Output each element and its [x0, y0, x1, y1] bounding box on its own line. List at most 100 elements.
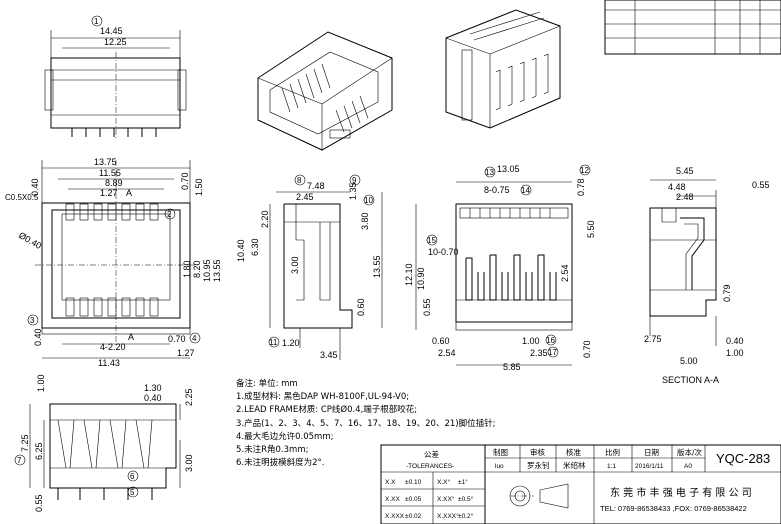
dim-8-20: 8.20 [192, 260, 202, 278]
dim-3-00: 3.00 [290, 256, 300, 274]
note-6: 6.未注明拔模斜度为2°. [236, 458, 325, 469]
dim-0-40-bottom-view: 0.40 [144, 393, 162, 403]
note-1: 1.成型材料: 黑色DAP WH-8100F,UL-94-V0; [236, 392, 410, 403]
dim-0-60-side: 0.60 [356, 298, 366, 316]
note-4: 4.最大毛边允许0.05mm; [236, 431, 334, 442]
tol-r0-c2: X.X° [437, 478, 450, 486]
dim-3-80: 3.80 [360, 212, 370, 230]
dim-12-25: 12.25 [104, 37, 127, 47]
tol-r1-c1: ±0.05 [405, 496, 422, 503]
tolerance-title: 公差 [424, 449, 439, 459]
balloon-8: 8 [297, 176, 302, 185]
dim-0-78: 0.78 [576, 178, 586, 196]
dim-0-55-bottom: 0.55 [34, 494, 44, 512]
dim-13-75: 13.75 [94, 157, 117, 167]
balloon-15: 15 [427, 236, 436, 245]
tb-head-version: 版本/次 [677, 447, 703, 457]
dim-8-89: 8.89 [105, 178, 123, 188]
bottom-view: 1.00 1.30 0.40 2.25 7 7.25 6.25 3.00 0.5… [14, 374, 194, 512]
section-label-a-bottom: A [128, 332, 134, 342]
tb-val-check: 罗永钊 [527, 460, 550, 470]
dim-2-45: 2.45 [296, 192, 314, 202]
dim-8-0-75: 8-0.75 [484, 185, 510, 195]
dim-1-00-section: 1.00 [726, 348, 744, 358]
pin-view: 13 13.05 8-0.75 14 12 0.78 5.50 15 10-0.… [404, 164, 596, 372]
balloon-12: 12 [580, 166, 589, 175]
section-view: 5.45 4.48 0.55 2.48 0.79 2.75 5.00 1.00 … [644, 166, 770, 385]
tol-r0-c0: X.X [385, 479, 396, 486]
dim-1-20: 1.20 [282, 338, 300, 348]
dim-13-55-side: 13.55 [372, 255, 382, 278]
dim-10-90: 10.90 [416, 267, 426, 290]
balloon-3: 3 [30, 316, 35, 325]
dim-0-70-pin: 0.70 [582, 340, 592, 358]
section-label-a-top: A [126, 188, 132, 198]
side-view: 8 7.48 2.45 2.20 1.35 9 10 3.80 10.40 6.… [236, 174, 383, 360]
tol-r0-c1: ±0.10 [405, 479, 422, 486]
dim-4-48: 4.48 [668, 182, 686, 192]
tb-val-approve: 米绍林 [563, 460, 586, 470]
note-5: 5.未注R角0.3mm; [236, 445, 309, 456]
tb-val-version: A0 [684, 463, 692, 470]
dim-0-55-section: 0.55 [752, 180, 770, 190]
dim-7-48: 7.48 [307, 181, 325, 191]
tb-head-draw: 制图 [493, 447, 508, 457]
balloon-16: 16 [546, 336, 555, 345]
dim-2-20: 2.20 [260, 210, 270, 228]
balloon-17: 17 [548, 348, 557, 357]
dim-3-45: 3.45 [320, 350, 338, 360]
dim-10-40: 10.40 [236, 239, 246, 262]
balloon-2: 2 [167, 210, 172, 219]
dim-5-00: 5.00 [680, 356, 698, 366]
dim-1-80: 1.80 [182, 260, 192, 278]
dim-2-48: 2.48 [676, 192, 694, 202]
dim-2-54-right: 2.54 [560, 264, 570, 282]
dim-14-45: 14.45 [100, 26, 123, 36]
dim-10-0-70: 10-0.70 [428, 247, 459, 257]
dim-1-35: 1.35 [348, 182, 358, 200]
note-2: 2.LEAD FRAME材质: CP线Ø0.4,端子根部咬花; [236, 405, 418, 416]
dim-10-95: 10.95 [202, 259, 212, 282]
dim-5-85: 5.85 [503, 362, 521, 372]
company-contact: TEL: 0769-86538433 ,FOX: 0769-86538422 [600, 504, 747, 513]
dim-2-54-bottom: 2.54 [438, 348, 456, 358]
iso-view-back [445, 9, 561, 129]
dim-3-00-bottom: 3.00 [184, 454, 194, 472]
dim-6-25: 6.25 [34, 442, 44, 460]
dim-11-43: 11.43 [98, 358, 120, 368]
balloon-6: 6 [130, 472, 135, 481]
balloon-14: 14 [521, 186, 530, 195]
notes-heading: 备注: 单位: mm [236, 379, 298, 389]
note-3: 3.产品(1、2、3、4、5、7、16、17、18、19、20、21)脚位插针; [236, 418, 496, 429]
drawing-number: YQC-283 [716, 451, 770, 466]
balloon-1: 1 [94, 17, 99, 26]
balloon-4: 4 [192, 334, 197, 343]
dim-0-60-pin: 0.60 [432, 336, 450, 346]
dim-12-10: 12.10 [404, 263, 414, 286]
dim-1-27-bottom: 1.27 [177, 348, 195, 358]
top-view: 1 14.45 12.25 [44, 15, 187, 138]
dim-1-27: 1.27 [100, 188, 118, 198]
dim-5-45: 5.45 [676, 166, 694, 176]
notes-panel: 备注: 单位: mm 1.成型材料: 黑色DAP WH-8100F,UL-94-… [236, 378, 496, 470]
tol-r2-c1: ±0.02 [405, 513, 422, 520]
dim-5-50: 5.50 [586, 220, 596, 238]
dim-0-40-top: 0.40 [30, 178, 40, 196]
dim-1-00-bottom: 1.00 [36, 374, 46, 392]
tb-val-date: 2016/1/11 [635, 463, 664, 470]
tol-r2-c3: ±0.2° [458, 512, 474, 520]
tol-r2-c0: X.XXX [385, 513, 405, 520]
front-view: 13.75 11.55 8.89 1.27 A 0.70 1.50 1.80 8… [5, 157, 222, 368]
dim-2-25: 2.25 [184, 388, 194, 406]
balloon-11: 11 [269, 338, 278, 347]
section-title: SECTION A-A [662, 375, 719, 385]
radius-label: Ø0.40 [17, 230, 43, 251]
tol-r2-c2: X.XXX° [437, 512, 459, 520]
balloon-13: 13 [485, 168, 494, 177]
tb-val-scale: 1:1 [607, 463, 616, 470]
dim-1-50: 1.50 [194, 178, 204, 196]
balloon-10: 10 [364, 196, 373, 205]
tol-r0-c3: ±1° [458, 478, 468, 486]
tb-head-scale: 比例 [605, 447, 620, 457]
tol-r1-c3: ±0.5° [458, 495, 474, 503]
